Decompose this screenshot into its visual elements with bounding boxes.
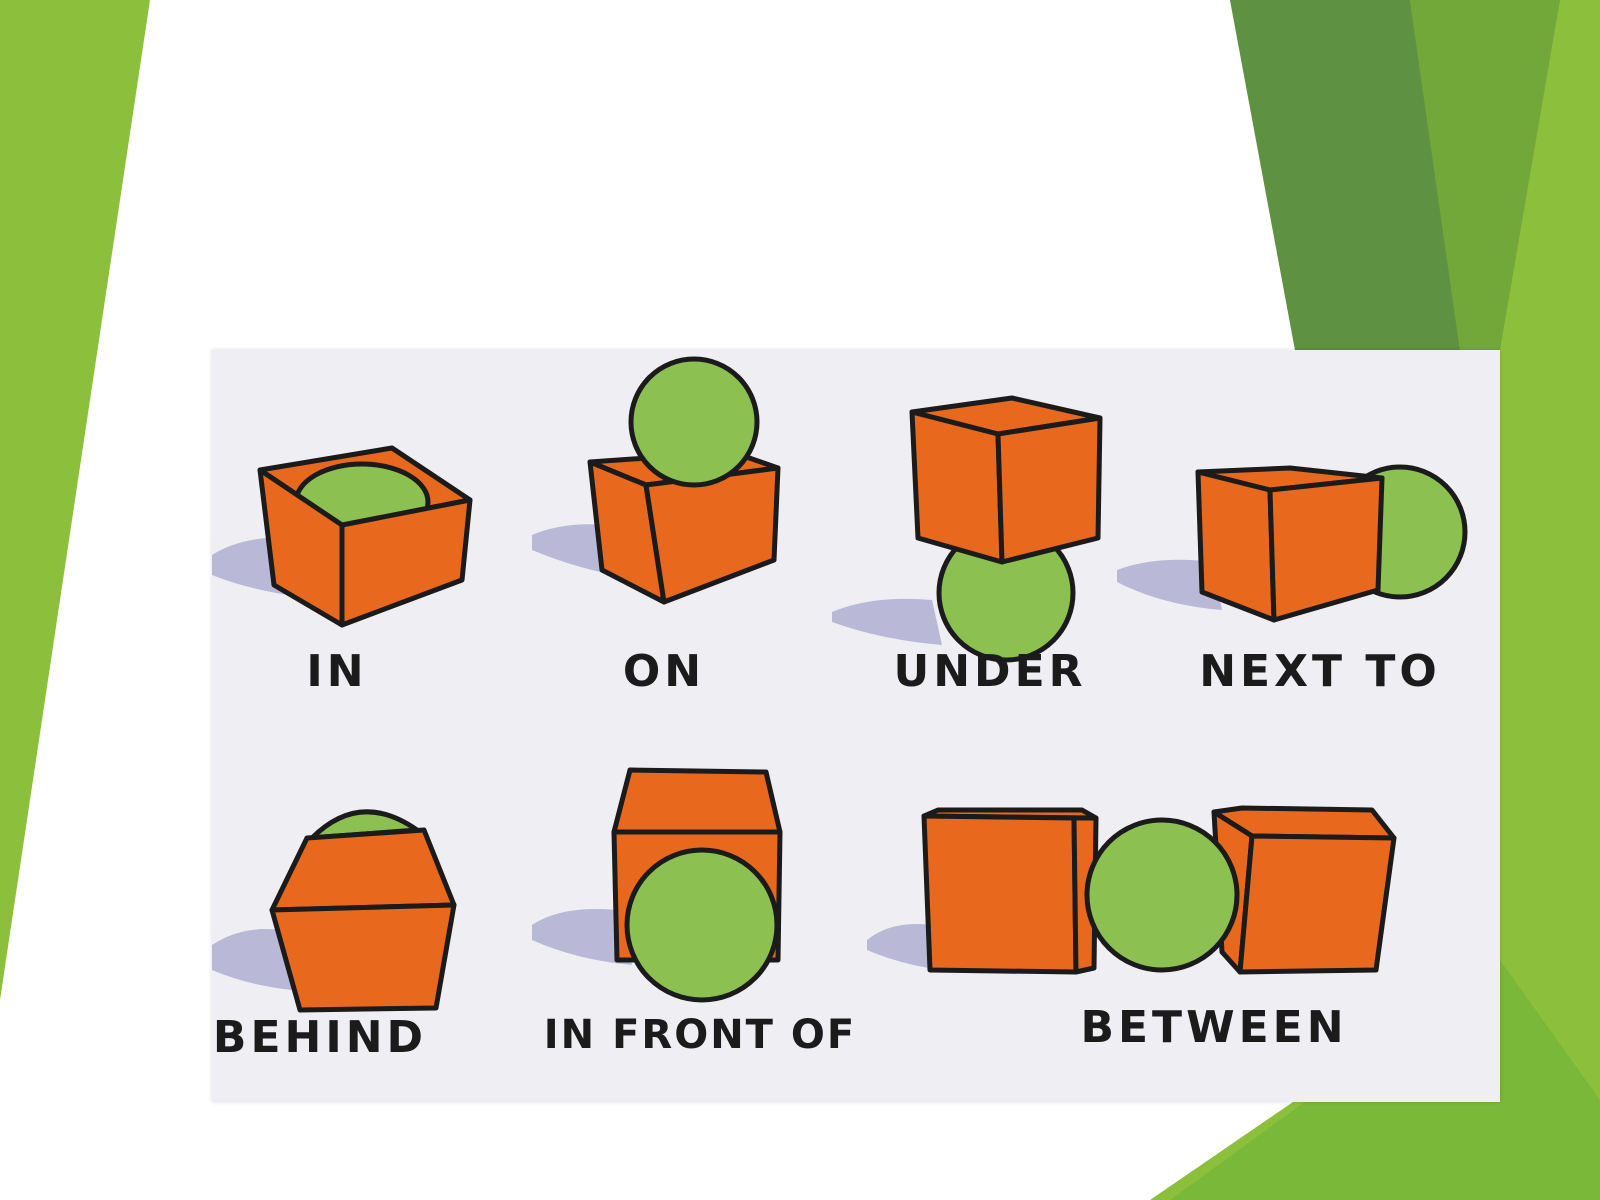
on-ball: [628, 356, 760, 488]
under-shadow: [832, 598, 942, 645]
right-green-shape-dark: [1230, 0, 1460, 350]
prepositions-drawing: [212, 356, 1468, 1013]
next-to-shadow: [1117, 559, 1222, 610]
between-ball: [1084, 817, 1240, 973]
label-next-to: NEXT TO: [1199, 646, 1441, 697]
label-between: BETWEEN: [1080, 1002, 1348, 1053]
panel-under-figure: [832, 395, 1103, 663]
between-right-box-front: [1237, 833, 1397, 975]
next-to-box-right: [1267, 475, 1385, 623]
panel-behind-figure: [212, 809, 457, 1013]
in-front-of-ball: [624, 847, 780, 1003]
left-green-shape: [0, 0, 150, 1000]
panel-on-figure: [532, 356, 781, 605]
between-left-box-front: [921, 813, 1079, 975]
panel-next-to-figure: [1117, 464, 1468, 623]
right-green-shape-mid: [1410, 0, 1560, 350]
label-in: IN: [306, 646, 368, 697]
in-box-front-right: [339, 497, 473, 628]
behind-box-front: [269, 902, 457, 1013]
panel-in-front-of-figure: [532, 767, 783, 1003]
behind-shadow: [212, 929, 292, 990]
under-box-right: [995, 415, 1103, 565]
prepositions-illustration: IN ON UNDER NEXT TO BEHIND IN FRONT OF B…: [212, 350, 1500, 1102]
label-behind: BEHIND: [212, 1012, 428, 1063]
label-on: ON: [622, 646, 706, 697]
label-under: UNDER: [893, 646, 1087, 697]
panel-in-figure: [212, 445, 473, 628]
label-in-front-of: IN FRONT OF: [543, 1012, 857, 1058]
panel-between-figure: [867, 805, 1397, 975]
in-front-of-shadow: [532, 909, 632, 965]
under-box-left: [909, 409, 1005, 565]
on-box-right: [643, 465, 781, 605]
behind-box-top: [269, 827, 457, 913]
in-front-of-box-top: [611, 767, 783, 835]
between-shadow: [867, 924, 942, 970]
